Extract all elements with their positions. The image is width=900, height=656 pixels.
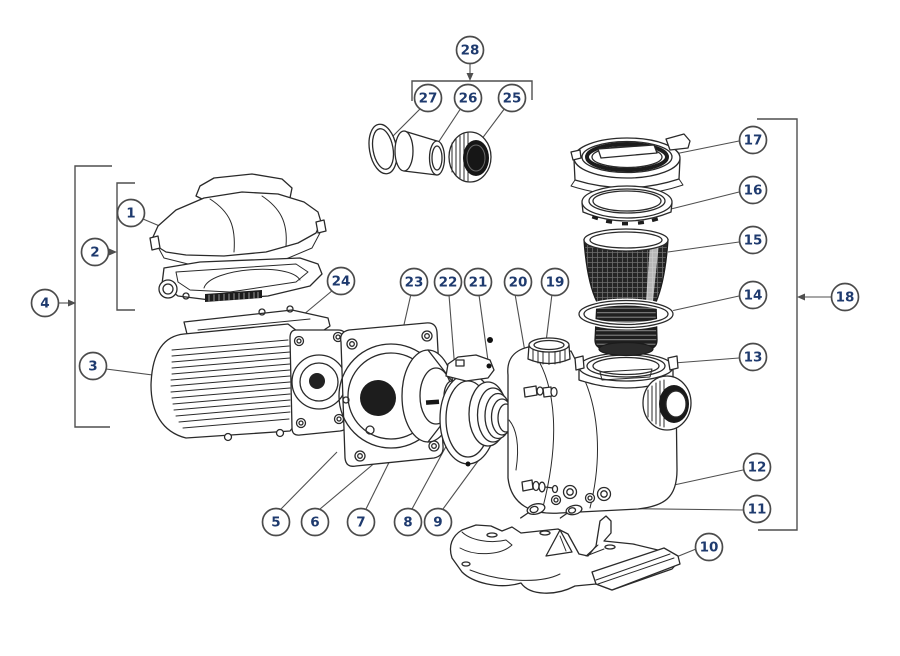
- pump-base: [449, 515, 681, 594]
- svg-text:1: 1: [126, 206, 135, 222]
- motor: [150, 305, 370, 442]
- pump-housing: [507, 337, 692, 514]
- callout-26: 26: [453, 83, 483, 113]
- svg-text:10: 10: [700, 540, 719, 556]
- callout-6: 6: [300, 507, 330, 537]
- svg-text:2: 2: [90, 245, 99, 261]
- callout-17: 17: [738, 125, 768, 155]
- callout-12: 12: [742, 452, 772, 482]
- callout-7: 7: [346, 507, 376, 537]
- svg-text:9: 9: [433, 515, 442, 531]
- housing-pot-rim: [574, 352, 679, 389]
- svg-text:20: 20: [509, 275, 528, 291]
- housing-discharge-port: [642, 375, 692, 431]
- lid-ring: [581, 185, 673, 226]
- svg-text:6: 6: [310, 515, 319, 531]
- svg-text:21: 21: [469, 275, 488, 291]
- callouts: 1 2 3 4 5 6 7 8 9 10 11 12 13 14 15 16 1…: [30, 35, 860, 562]
- callout-24: 24: [326, 266, 356, 296]
- callout-14: 14: [738, 280, 768, 310]
- svg-text:26: 26: [459, 91, 478, 107]
- svg-text:14: 14: [744, 288, 763, 304]
- svg-text:7: 7: [356, 515, 365, 531]
- callout-9: 9: [423, 507, 453, 537]
- svg-text:11: 11: [748, 502, 767, 518]
- svg-text:19: 19: [546, 275, 565, 291]
- svg-text:27: 27: [419, 91, 438, 107]
- drain-hardware: [520, 479, 596, 519]
- callout-22: 22: [433, 267, 463, 297]
- strainer-lid: [570, 133, 691, 196]
- leader-lines: [58, 64, 831, 563]
- callout-11: 11: [742, 494, 772, 524]
- callout-15: 15: [738, 225, 768, 255]
- svg-text:3: 3: [88, 359, 97, 375]
- callout-28: 28: [455, 35, 485, 65]
- svg-text:15: 15: [744, 233, 763, 249]
- svg-text:17: 17: [744, 133, 763, 149]
- callout-21: 21: [463, 267, 493, 297]
- diffuser: [439, 337, 515, 467]
- svg-text:13: 13: [744, 350, 763, 366]
- svg-text:12: 12: [748, 460, 767, 476]
- callout-8: 8: [393, 507, 423, 537]
- callout-19: 19: [540, 267, 570, 297]
- motor-cover: [149, 173, 327, 266]
- bracket-lines: [74, 80, 798, 531]
- callout-10: 10: [694, 532, 724, 562]
- svg-text:25: 25: [503, 91, 522, 107]
- housing-side-bolt: [523, 385, 558, 398]
- callout-25: 25: [497, 83, 527, 113]
- svg-text:18: 18: [836, 290, 855, 306]
- union-assembly: [368, 123, 492, 183]
- callout-3: 3: [78, 351, 108, 381]
- motor-cover-base: [158, 257, 323, 302]
- union-tailpiece: [394, 130, 446, 176]
- svg-text:5: 5: [271, 515, 280, 531]
- callout-1: 1: [116, 198, 146, 228]
- union-oring: [368, 123, 398, 175]
- callout-20: 20: [503, 267, 533, 297]
- svg-text:28: 28: [461, 43, 480, 59]
- callout-16: 16: [738, 175, 768, 205]
- svg-text:16: 16: [744, 183, 763, 199]
- drain-plug-left: [520, 503, 546, 519]
- motor-cover-assembly: [149, 173, 327, 302]
- callout-18: 18: [830, 282, 860, 312]
- callout-13: 13: [738, 342, 768, 372]
- callout-2: 2: [80, 237, 110, 267]
- callout-27: 27: [413, 83, 443, 113]
- svg-text:22: 22: [439, 275, 458, 291]
- callout-5: 5: [261, 507, 291, 537]
- union-nut: [448, 131, 492, 183]
- basket-oring: [578, 298, 674, 330]
- callout-4: 4: [30, 288, 60, 318]
- callout-23: 23: [399, 267, 429, 297]
- svg-text:8: 8: [403, 515, 412, 531]
- svg-text:24: 24: [332, 274, 351, 290]
- svg-text:23: 23: [405, 275, 424, 291]
- housing-inlet: [527, 337, 571, 365]
- svg-text:4: 4: [40, 296, 49, 312]
- drain-plug-right: [559, 504, 583, 519]
- strainer-basket: [583, 228, 669, 357]
